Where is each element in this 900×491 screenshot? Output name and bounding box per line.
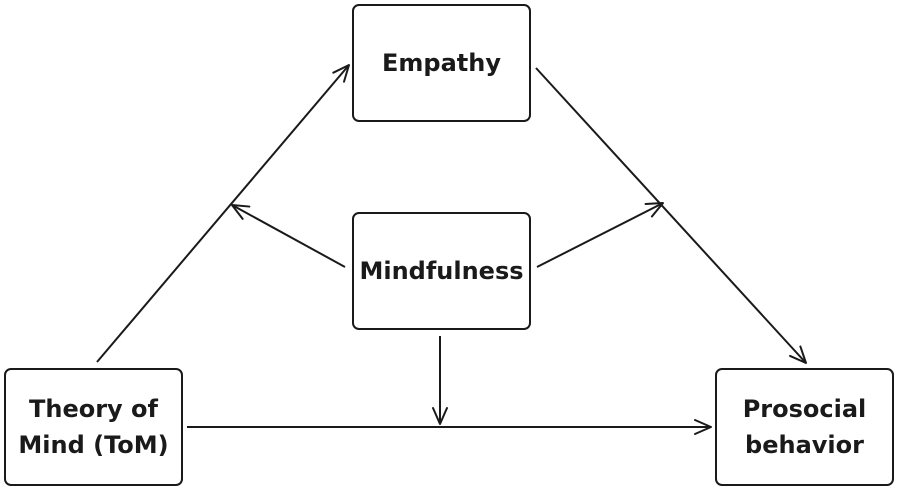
node-empathy-label: Empathy bbox=[382, 49, 501, 77]
node-theory-of-mind: Theory of Mind (ToM) bbox=[4, 368, 183, 486]
node-mindfulness: Mindfulness bbox=[352, 212, 531, 330]
edge-empathy-to-prosocial bbox=[535, 67, 807, 364]
edge-tom-to-empathy bbox=[96, 64, 350, 363]
node-prosocial-behavior-label: Prosocial behavior bbox=[742, 395, 867, 459]
edge-mindfulness-to-tom-empathy-path bbox=[231, 204, 346, 268]
node-mindfulness-label: Mindfulness bbox=[359, 257, 524, 285]
node-empathy: Empathy bbox=[352, 4, 531, 122]
edge-mindfulness-to-empathy-prosocial-path bbox=[536, 202, 664, 268]
node-prosocial-behavior: Prosocial behavior bbox=[715, 368, 894, 486]
node-theory-of-mind-label: Theory of Mind (ToM) bbox=[18, 395, 169, 459]
